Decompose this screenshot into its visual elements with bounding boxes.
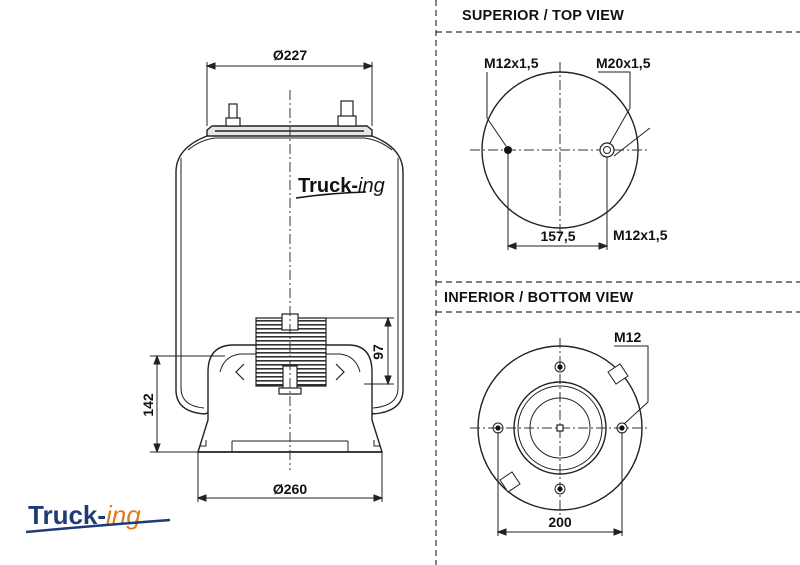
top-view (470, 62, 651, 250)
bolt-spacing-label: 200 (548, 514, 572, 530)
top-studs (225, 100, 357, 127)
bellow-logo: Truck-ing (295, 175, 385, 199)
stud-right-label: M12x1,5 (613, 227, 668, 243)
brand-logo: Truck-ing (25, 500, 171, 534)
height-total-label: 142 (140, 393, 156, 417)
bottom-view-heading: INFERIOR / BOTTOM VIEW (444, 290, 634, 306)
bellow-logo-main: Truck- (298, 175, 358, 197)
dimension-top-diameter (205, 62, 374, 126)
bellow (175, 135, 404, 415)
bottom-diameter-label: Ø260 (273, 481, 307, 497)
height-piston-label: 97 (370, 344, 386, 360)
air-fitting-label: M20x1,5 (596, 55, 651, 71)
dimension-bottom-diameter (196, 452, 384, 502)
svg-text:Truck-ing: Truck-ing (28, 500, 141, 530)
side-view: Ø227 Ø260 142 97 Truck-ing (140, 47, 404, 502)
top-view-heading: SUPERIOR / TOP VIEW (462, 8, 624, 24)
view-separators (435, 0, 800, 565)
dimension-height-piston (326, 316, 394, 386)
stud-spacing-label: 157,5 (540, 228, 575, 244)
dimension-height-total (150, 354, 225, 454)
bellow-logo-suffix: ing (358, 175, 385, 197)
bottom-thread-label: M12 (614, 329, 641, 345)
top-diameter-label: Ø227 (273, 47, 307, 63)
stud-left-hole (504, 146, 512, 154)
bottom-view (470, 338, 650, 536)
stud-left-label: M12x1,5 (484, 55, 539, 71)
